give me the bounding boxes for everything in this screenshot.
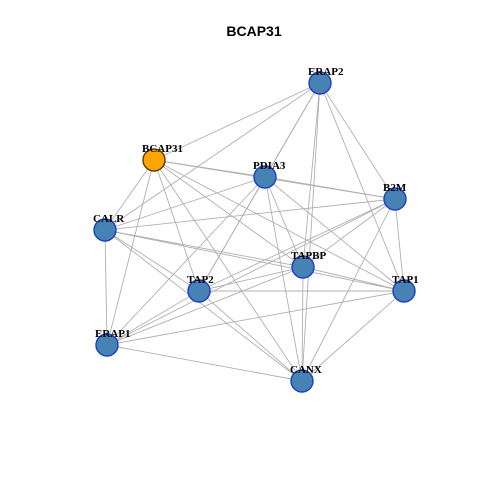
edge-b2m-erap1 bbox=[106, 198, 396, 346]
edge-bcap31-tap2 bbox=[153, 159, 200, 292]
node-erap2[interactable]: ERAP2 bbox=[308, 66, 344, 95]
node-circle-tapbp[interactable] bbox=[291, 255, 315, 279]
node-label-erap2: ERAP2 bbox=[308, 66, 344, 78]
edge-b2m-tap1 bbox=[394, 198, 405, 292]
node-erap1[interactable]: ERAP1 bbox=[95, 328, 130, 357]
edge-bcap31-calr bbox=[104, 159, 155, 231]
node-label-bcap31: BCAP31 bbox=[142, 143, 183, 155]
edge-tapbp-tap1 bbox=[302, 266, 405, 292]
edge-tapbp-tap2 bbox=[198, 266, 304, 292]
node-circle-tap2[interactable] bbox=[187, 279, 211, 303]
edge-pdia3-calr bbox=[104, 176, 266, 231]
node-label-pdia3: PDIA3 bbox=[253, 160, 286, 172]
edge-calr-tapbp bbox=[104, 229, 304, 268]
node-canx[interactable]: CANX bbox=[290, 364, 322, 393]
node-circle-bcap31[interactable] bbox=[142, 148, 166, 172]
node-label-tap1: TAP1 bbox=[392, 274, 419, 286]
edges-layer bbox=[104, 82, 405, 382]
edge-b2m-tapbp bbox=[302, 198, 396, 268]
node-pdia3[interactable]: PDIA3 bbox=[253, 160, 286, 189]
edge-b2m-canx bbox=[301, 198, 396, 382]
edge-pdia3-canx bbox=[264, 176, 303, 382]
edge-pdia3-erap1 bbox=[106, 176, 266, 346]
edge-bcap31-canx bbox=[153, 159, 303, 382]
node-circle-pdia3[interactable] bbox=[253, 165, 277, 189]
edge-tap1-erap1 bbox=[106, 290, 405, 346]
node-label-tap2: TAP2 bbox=[187, 274, 214, 286]
node-circle-calr[interactable] bbox=[93, 218, 117, 242]
edge-tapbp-canx bbox=[301, 266, 304, 382]
edge-calr-tap1 bbox=[104, 229, 405, 292]
edge-erap2-calr bbox=[104, 82, 321, 231]
node-circle-b2m[interactable] bbox=[383, 187, 407, 211]
edge-calr-erap1 bbox=[104, 229, 108, 346]
node-circle-tap1[interactable] bbox=[392, 279, 416, 303]
edge-erap2-canx bbox=[301, 82, 321, 382]
node-tap1[interactable]: TAP1 bbox=[392, 274, 419, 303]
edge-b2m-calr bbox=[104, 198, 396, 231]
edge-calr-canx bbox=[104, 229, 303, 382]
node-calr[interactable]: CALR bbox=[93, 213, 125, 242]
edge-pdia3-tap1 bbox=[264, 176, 405, 292]
edge-erap1-canx bbox=[106, 344, 303, 382]
node-circle-erap1[interactable] bbox=[95, 333, 119, 357]
node-tap2[interactable]: TAP2 bbox=[187, 274, 214, 303]
node-label-calr: CALR bbox=[93, 213, 125, 225]
edge-tapbp-erap1 bbox=[106, 266, 304, 346]
node-label-tapbp: TAPBP bbox=[291, 250, 327, 262]
node-circle-canx[interactable] bbox=[290, 369, 314, 393]
node-b2m[interactable]: B2M bbox=[383, 182, 407, 211]
edge-b2m-tap2 bbox=[198, 198, 396, 292]
edge-erap2-tapbp bbox=[302, 82, 321, 268]
edge-erap2-b2m bbox=[319, 82, 396, 200]
edge-tap1-canx bbox=[301, 290, 405, 382]
node-circle-erap2[interactable] bbox=[308, 71, 332, 95]
edge-tap2-canx bbox=[198, 290, 303, 382]
node-tapbp[interactable]: TAPBP bbox=[291, 250, 327, 279]
edge-bcap31-erap1 bbox=[106, 159, 155, 346]
edge-bcap31-erap2 bbox=[153, 82, 321, 161]
node-label-b2m: B2M bbox=[383, 182, 407, 194]
edge-pdia3-tap2 bbox=[198, 176, 266, 292]
graph-title: BCAP31 bbox=[226, 23, 281, 39]
edge-pdia3-b2m bbox=[264, 176, 396, 200]
edge-bcap31-tap1 bbox=[153, 159, 405, 292]
node-label-canx: CANX bbox=[290, 364, 322, 376]
edge-pdia3-tapbp bbox=[264, 176, 304, 268]
edge-tap2-erap1 bbox=[106, 290, 200, 346]
node-label-erap1: ERAP1 bbox=[95, 328, 130, 340]
edge-calr-tap2 bbox=[104, 229, 200, 292]
edge-erap2-tap1 bbox=[319, 82, 405, 292]
node-bcap31[interactable]: BCAP31 bbox=[142, 143, 183, 172]
